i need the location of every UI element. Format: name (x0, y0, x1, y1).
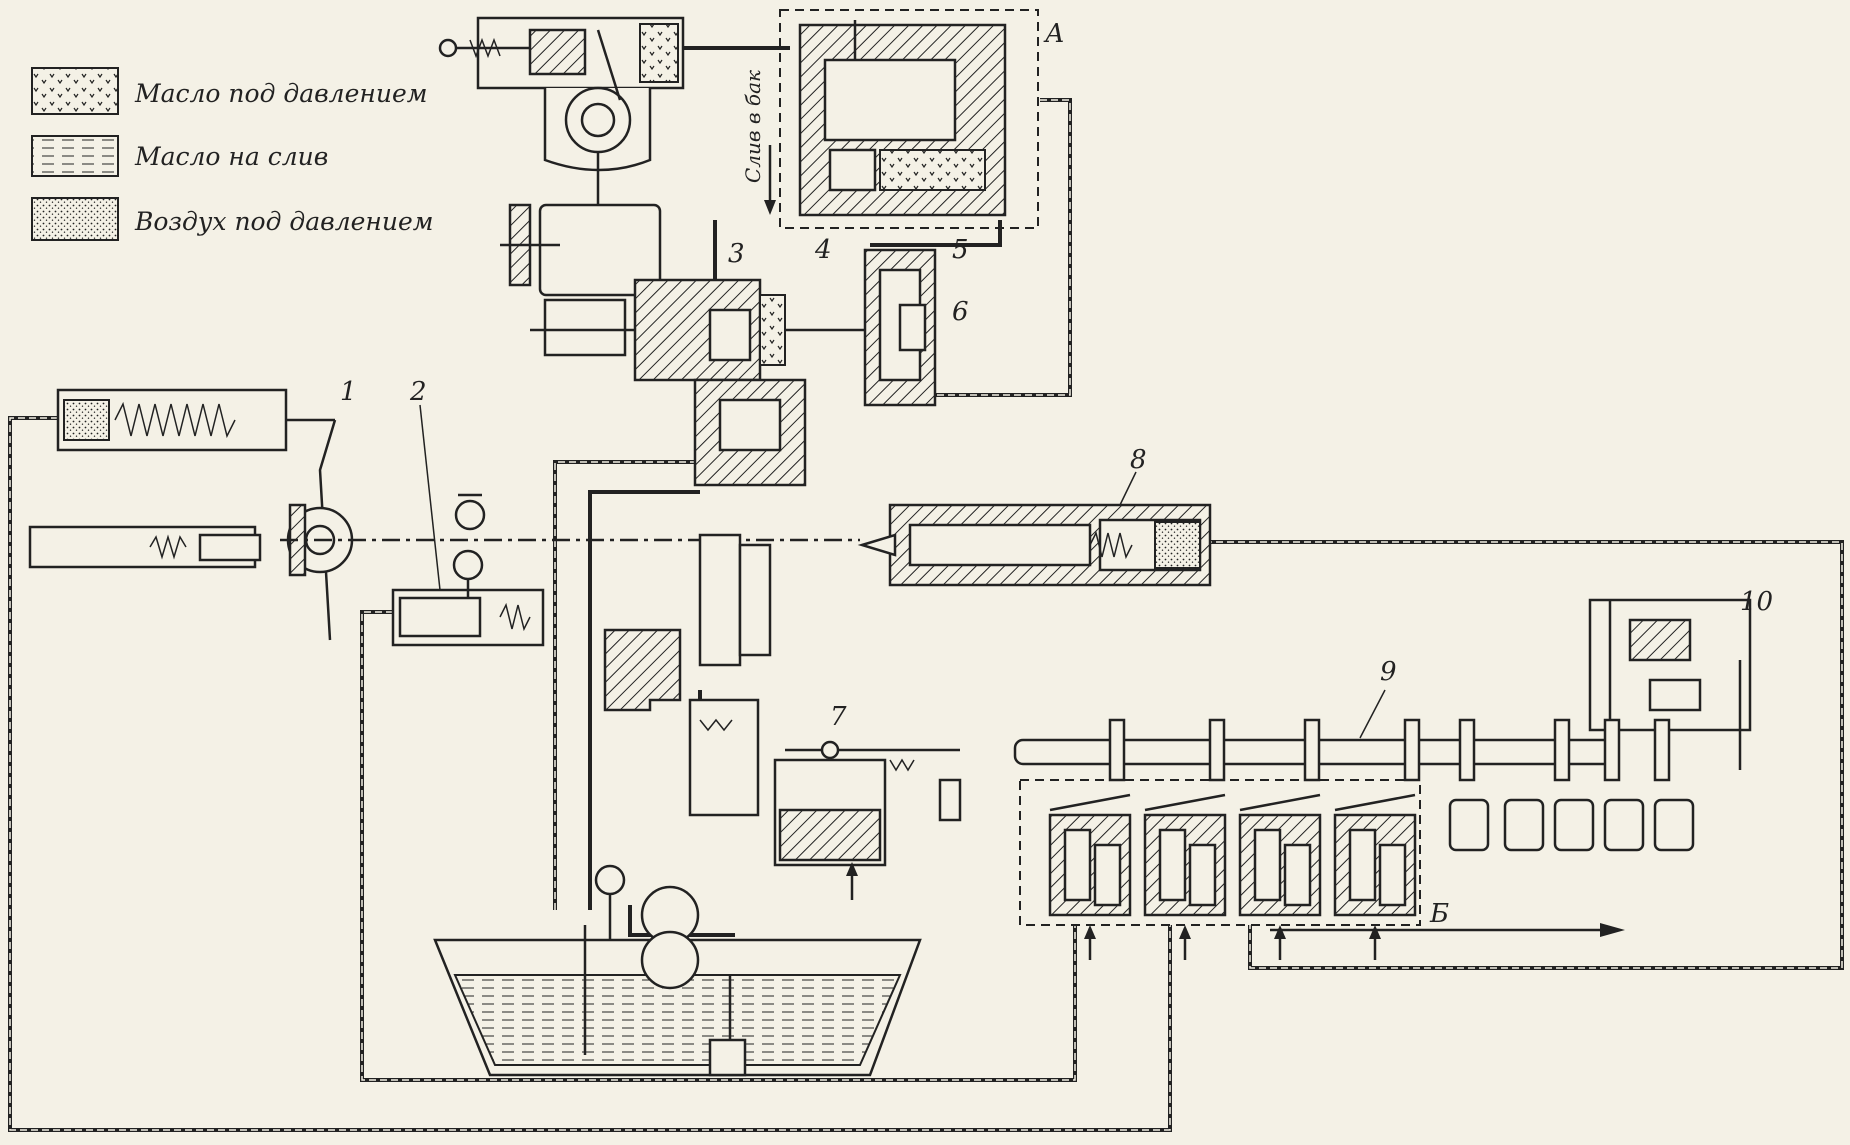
label-a: А (1043, 19, 1065, 49)
injector-pumps (1048, 793, 1417, 960)
label-tank-drain: Слив в бак (741, 70, 765, 183)
legend: Масло под давлением Масло на слив Воздух… (31, 67, 434, 241)
cam-lobe-5 (1458, 718, 1476, 782)
label-4: 4 (814, 235, 832, 265)
label-b: Б (1429, 899, 1449, 929)
cam-lobe-2 (1208, 718, 1226, 782)
injector-pump-4 (1333, 793, 1417, 960)
label-7: 7 (830, 702, 847, 732)
legend-swatch-drain (31, 135, 119, 177)
oil-tank (433, 864, 922, 1077)
cam-lobe-8 (1653, 718, 1671, 782)
plunger-cups (1448, 798, 1695, 852)
cam-lobe-3 (1303, 718, 1321, 782)
label-2: 2 (409, 377, 427, 407)
label-10: 10 (1740, 587, 1773, 617)
cam-lobe-6 (1553, 718, 1571, 782)
legend-swatch-pressure (31, 67, 119, 115)
plunger-cup-1 (1448, 798, 1490, 852)
injector-pump-1 (1048, 793, 1132, 960)
label-6: 6 (952, 297, 969, 327)
legend-label-air: Воздух под давлением (134, 207, 434, 236)
legend-label-drain: Масло на слив (134, 142, 328, 171)
cam-lobe-1 (1108, 718, 1126, 782)
governor-10: 10 (1588, 587, 1773, 770)
plunger-cup-5 (1653, 798, 1695, 852)
plunger-cup-3 (1553, 798, 1595, 852)
label-1: 1 (340, 377, 357, 407)
cam-lobe-4 (1403, 718, 1421, 782)
injector-pump-2 (1143, 793, 1227, 960)
plunger-cup-4 (1603, 798, 1645, 852)
label-5: 5 (952, 235, 969, 265)
cam-lobe-7 (1603, 718, 1621, 782)
cylinder-8: 8 (857, 445, 1212, 587)
governor: 3 4 5 6 (500, 203, 969, 487)
label-3: 3 (728, 239, 745, 269)
injector-pump-3 (1238, 793, 1322, 960)
legend-swatch-air (31, 197, 119, 241)
servomotor (438, 16, 685, 205)
valve-2: 2 (391, 377, 545, 647)
block-a: А Слив в бак (741, 9, 1065, 229)
legend-label-pressure: Масло под давлением (134, 79, 427, 108)
cylinder-1: 1 (28, 377, 860, 641)
label-8: 8 (1130, 445, 1147, 475)
sensor-7: 7 (603, 533, 962, 900)
label-9: 9 (1380, 657, 1397, 687)
cam-lobes (1108, 718, 1671, 782)
plunger-cup-2 (1503, 798, 1545, 852)
